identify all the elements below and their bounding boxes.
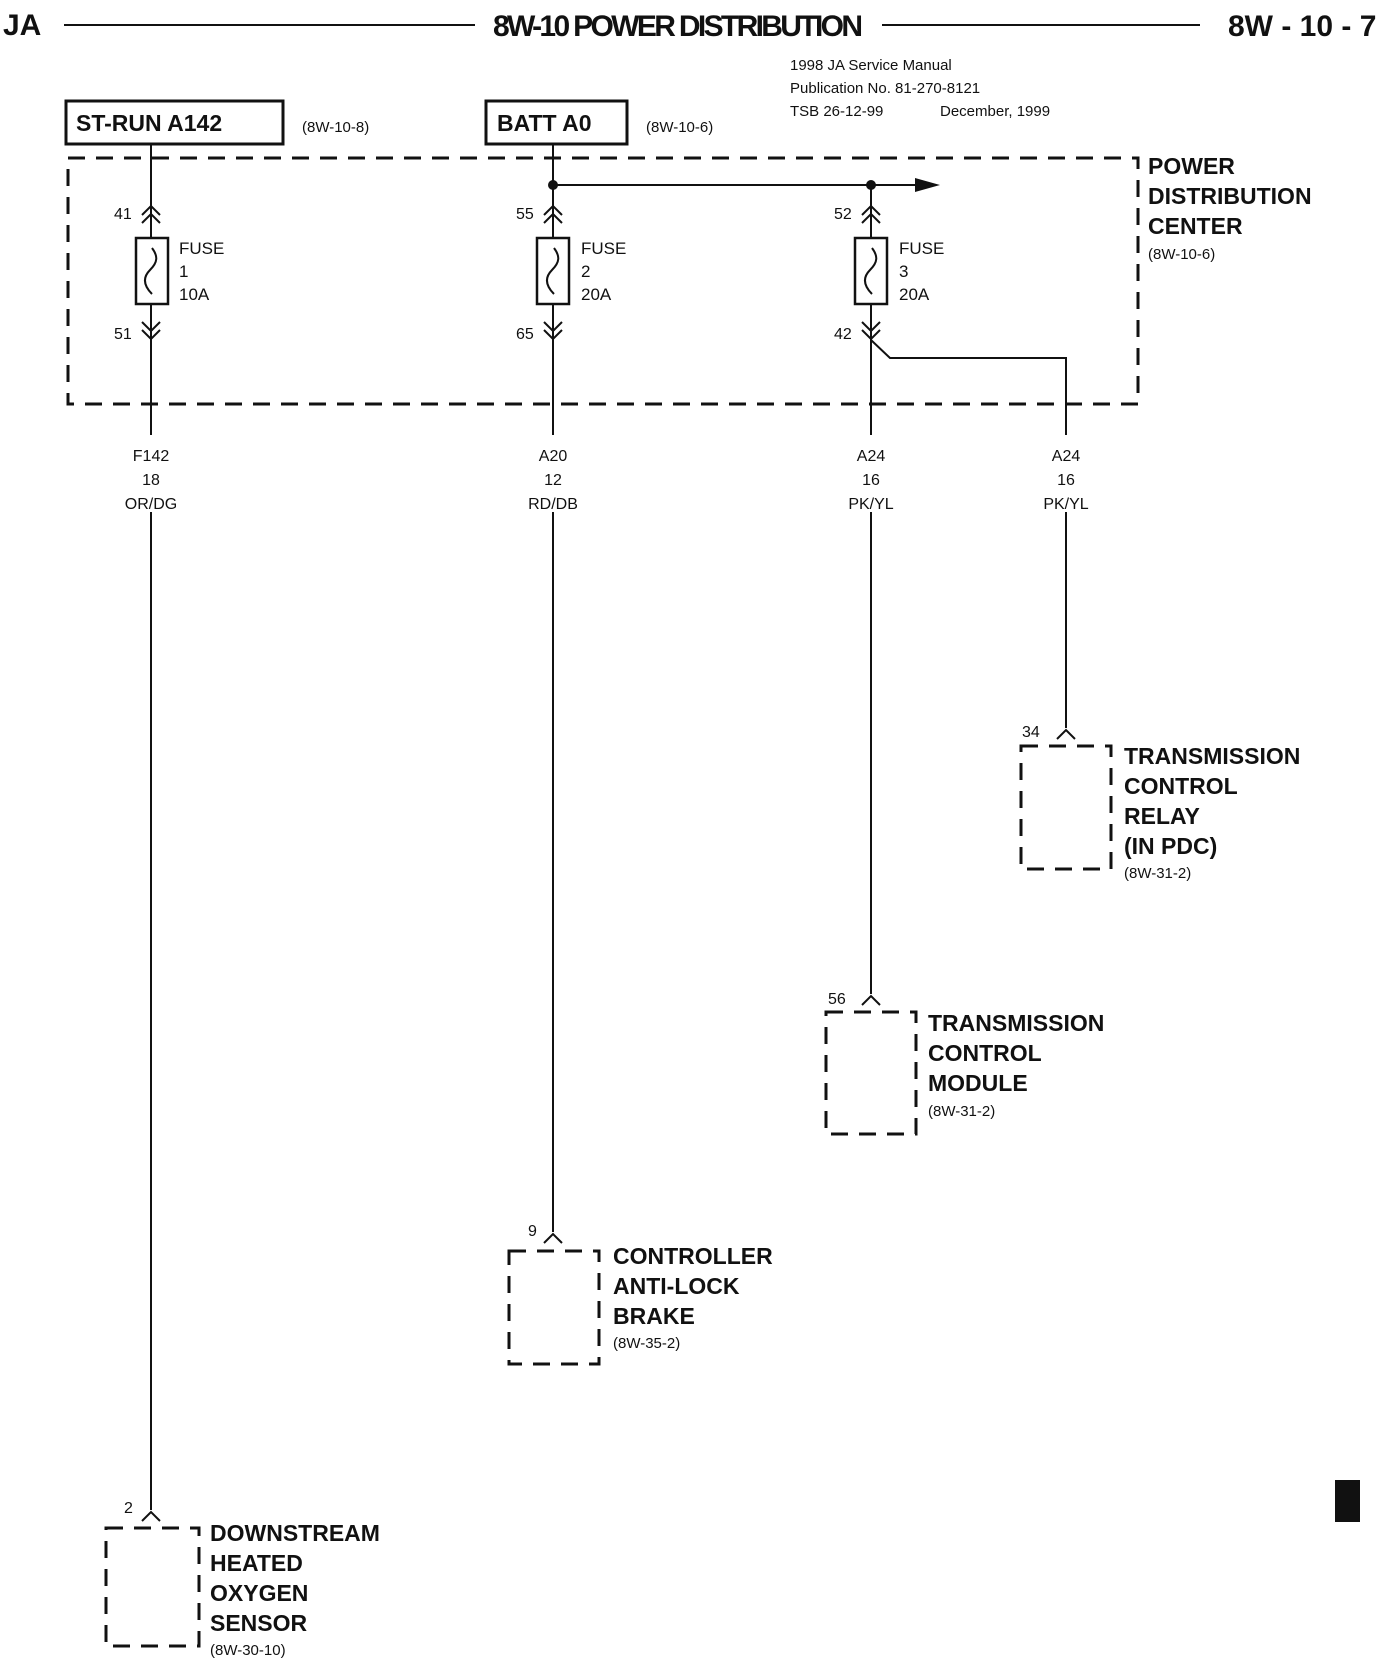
fuse-1-pin-bottom: 51 — [114, 326, 132, 343]
component-o2-outline — [104, 1526, 201, 1648]
component-cab-line-1: CONTROLLER — [613, 1243, 773, 1269]
source-label-batt: BATT A0 — [497, 110, 592, 136]
fuse-1-element — [144, 247, 158, 295]
wire-a20-gauge: 12 — [544, 472, 562, 489]
fuse-2-number: 2 — [581, 262, 590, 281]
fuse-3-word: FUSE — [899, 239, 944, 258]
component-tcm-ref: (8W-31-2) — [928, 1103, 995, 1120]
wire-a20-color: RD/DB — [528, 496, 578, 513]
fuse-3-rating: 20A — [899, 285, 930, 304]
fuse-1-body — [134, 236, 170, 306]
a24-branch-to-relay — [870, 339, 1067, 435]
fuse-1-word: FUSE — [179, 239, 224, 258]
fuse-1-pin-top: 41 — [114, 206, 132, 223]
component-cab-line-3: BRAKE — [613, 1303, 695, 1329]
fuse-2-word: FUSE — [581, 239, 626, 258]
component-o2-line-1: DOWNSTREAM — [210, 1520, 380, 1546]
component-cab-outline — [507, 1249, 601, 1366]
circuit-f142 — [134, 144, 170, 1522]
publication-line-2: Publication No. 81-270-8121 — [790, 80, 980, 97]
pdc-label-line-2: DISTRIBUTION — [1148, 183, 1312, 209]
wire-a24-tcm-color: PK/YL — [848, 496, 893, 513]
wire-a20-circuit: A20 — [539, 448, 568, 465]
source-ref-batt: (8W-10-6) — [646, 119, 713, 136]
component-cab-ref: (8W-35-2) — [613, 1335, 680, 1352]
component-tcr-pin: 34 — [1022, 724, 1040, 741]
component-tcr-line-1: TRANSMISSION — [1124, 743, 1300, 769]
component-tcm-line-3: MODULE — [928, 1070, 1028, 1096]
pdc-label-line-1: POWER — [1148, 153, 1235, 179]
component-o2-line-4: SENSOR — [210, 1610, 308, 1636]
fuse-2-rating: 20A — [581, 285, 612, 304]
component-o2-line-2: HEATED — [210, 1550, 303, 1576]
component-tcm-pin: 56 — [828, 991, 846, 1008]
circuit-a20 — [535, 144, 940, 1244]
fuse-2-element — [546, 247, 560, 295]
fuse-3-element — [864, 247, 878, 295]
fuse-2-pin-top: 55 — [516, 206, 534, 223]
fuse-3-number: 3 — [899, 262, 908, 281]
component-tcr-line-3: RELAY — [1124, 803, 1200, 829]
publication-date: December, 1999 — [940, 103, 1050, 120]
fuse-1-rating: 10A — [179, 285, 210, 304]
source-box-st-run: ST-RUN A142 — [64, 99, 285, 146]
fuse-3-pin-top: 52 — [834, 206, 852, 223]
source-label-st-run: ST-RUN A142 — [76, 110, 222, 136]
component-o2-pin: 2 — [124, 1500, 133, 1517]
wire-f142-circuit: F142 — [133, 448, 170, 465]
pdc-outline — [66, 156, 1140, 406]
wire-f142-color: OR/DG — [125, 496, 177, 513]
publication-tsb: TSB 26-12-99 — [790, 103, 883, 120]
header-section-code: JA — [3, 9, 41, 42]
component-tcm-line-2: CONTROL — [928, 1040, 1042, 1066]
source-box-batt: BATT A0 — [484, 99, 629, 146]
wire-a24-relay-color: PK/YL — [1043, 496, 1088, 513]
page-title: 8W-10 POWER DISTRIBUTION — [493, 10, 863, 43]
component-tcm-line-1: TRANSMISSION — [928, 1010, 1104, 1036]
pdc-label-line-3: CENTER — [1148, 213, 1243, 239]
publication-line-1: 1998 JA Service Manual — [790, 57, 952, 74]
feed-continues-arrow-icon — [915, 178, 940, 192]
component-tcr-line-2: CONTROL — [1124, 773, 1238, 799]
wire-a24-relay-circuit: A24 — [1052, 448, 1081, 465]
component-o2-ref: (8W-30-10) — [210, 1642, 286, 1659]
component-tcm-outline — [824, 1010, 918, 1136]
wire-a24-relay-gauge: 16 — [1057, 472, 1075, 489]
component-tcr-outline — [1019, 744, 1113, 871]
fuse-1-number: 1 — [179, 262, 188, 281]
wire-f142-gauge: 18 — [142, 472, 160, 489]
circuit-a24 — [853, 180, 1076, 1006]
component-cab-line-2: ANTI-LOCK — [613, 1273, 740, 1299]
component-cab-pin: 9 — [528, 1223, 537, 1240]
component-o2-line-3: OXYGEN — [210, 1580, 308, 1606]
pdc-ref: (8W-10-6) — [1148, 246, 1215, 263]
fuse-2-pin-bottom: 65 — [516, 326, 534, 343]
wire-a24-tcm-circuit: A24 — [857, 448, 886, 465]
page-number: 8W - 10 - 7 — [1228, 10, 1376, 43]
source-ref-st-run: (8W-10-8) — [302, 119, 369, 136]
wire-a24-tcm-gauge: 16 — [862, 472, 880, 489]
fuse-3-pin-bottom: 42 — [834, 326, 852, 343]
component-tcr-ref: (8W-31-2) — [1124, 865, 1191, 882]
component-tcr-line-4: (IN PDC) — [1124, 833, 1217, 859]
section-tab-marker — [1335, 1480, 1360, 1522]
